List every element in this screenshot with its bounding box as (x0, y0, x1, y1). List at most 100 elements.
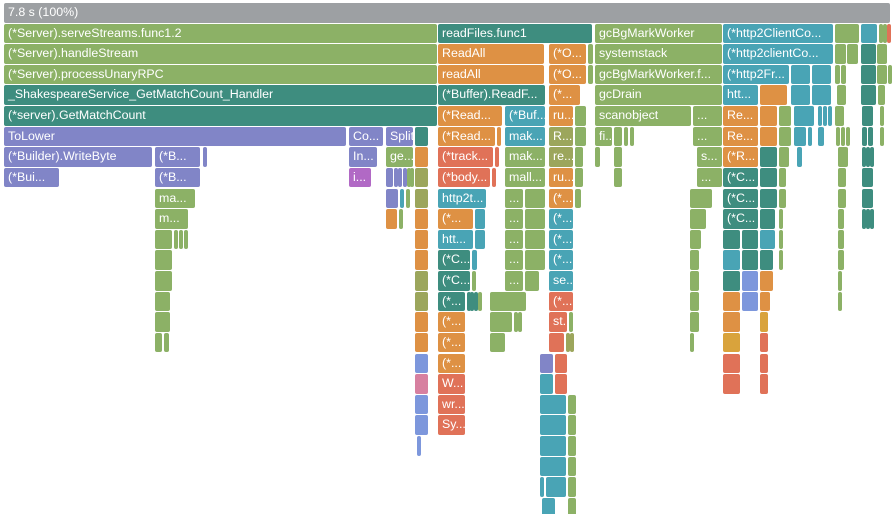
flame-frame[interactable] (555, 353, 567, 374)
flame-frame[interactable] (386, 167, 393, 188)
flame-frame[interactable] (575, 167, 583, 188)
flame-frame[interactable] (779, 250, 783, 270)
flame-frame[interactable] (540, 374, 553, 394)
flame-frame[interactable] (866, 209, 870, 229)
flame-frame[interactable] (415, 250, 428, 270)
flame-frame[interactable]: (*B... (155, 147, 200, 167)
flame-frame[interactable] (779, 229, 783, 250)
flame-frame[interactable]: (*track... (438, 147, 493, 167)
flame-frame[interactable]: (*Server).handleStream (4, 44, 437, 64)
flame-frame[interactable] (779, 209, 783, 229)
flame-frame[interactable]: ma... (155, 188, 195, 209)
flame-frame[interactable] (474, 291, 478, 312)
flame-frame[interactable] (723, 312, 740, 332)
flame-frame[interactable]: ... (693, 126, 722, 147)
flame-frame[interactable]: http2t... (438, 188, 486, 209)
flame-frame[interactable] (588, 64, 593, 85)
flame-frame[interactable] (870, 209, 874, 229)
flame-frame[interactable] (862, 106, 873, 126)
flame-frame[interactable] (838, 271, 842, 291)
flame-frame[interactable]: Co... (349, 126, 383, 147)
flame-frame[interactable] (399, 209, 403, 229)
flame-frame[interactable] (723, 250, 740, 270)
flame-frame[interactable] (880, 126, 884, 147)
flame-frame[interactable] (760, 291, 770, 312)
flame-frame[interactable]: (*Builder).WriteByte (4, 147, 152, 167)
flame-frame[interactable] (514, 312, 518, 332)
flame-frame[interactable] (779, 126, 791, 147)
flame-frame[interactable] (542, 497, 555, 514)
flame-frame[interactable] (690, 250, 699, 270)
flame-frame[interactable] (174, 229, 178, 250)
flame-frame[interactable] (155, 291, 170, 312)
flame-frame[interactable] (525, 271, 539, 291)
flame-frame[interactable] (415, 147, 428, 167)
flame-frame[interactable]: ... (693, 106, 722, 126)
flame-frame[interactable]: W... (438, 374, 465, 394)
flame-frame[interactable] (472, 250, 477, 270)
flame-root-frame[interactable]: 7.8 s (100%) (4, 3, 890, 23)
flame-frame[interactable] (690, 332, 694, 353)
flame-frame[interactable] (525, 209, 545, 229)
flame-frame[interactable]: R... (549, 126, 573, 147)
flame-frame[interactable] (779, 106, 791, 126)
flame-frame[interactable] (549, 332, 564, 353)
flame-frame[interactable] (690, 188, 712, 209)
flame-frame[interactable] (862, 167, 873, 188)
flame-frame[interactable] (415, 394, 428, 415)
flame-frame[interactable] (861, 23, 877, 44)
flame-frame[interactable] (624, 126, 628, 147)
flame-frame[interactable]: i... (349, 167, 371, 188)
flame-frame[interactable] (690, 229, 701, 250)
flame-frame[interactable] (614, 167, 622, 188)
flame-frame[interactable] (760, 271, 773, 291)
flame-frame[interactable] (760, 167, 777, 188)
flame-frame[interactable] (760, 126, 777, 147)
flame-frame[interactable]: readFiles.func1 (438, 23, 592, 44)
flame-frame[interactable] (862, 188, 873, 209)
flame-frame[interactable] (415, 126, 428, 147)
flame-frame[interactable] (862, 147, 866, 167)
flame-frame[interactable]: wr... (438, 394, 465, 415)
flame-frame[interactable]: (*... (549, 229, 573, 250)
flame-frame[interactable] (877, 44, 887, 64)
flame-frame[interactable] (862, 126, 867, 147)
flame-frame[interactable] (723, 374, 740, 394)
flame-frame[interactable] (838, 188, 846, 209)
flame-frame[interactable]: (*... (438, 291, 465, 312)
flame-frame[interactable] (415, 167, 428, 188)
flame-frame[interactable]: gcDrain (595, 85, 722, 105)
flame-frame[interactable] (410, 167, 414, 188)
flame-frame[interactable] (841, 126, 845, 147)
flame-frame[interactable]: s... (697, 147, 722, 167)
flame-frame[interactable] (760, 147, 777, 167)
flame-frame[interactable] (835, 44, 846, 64)
flame-frame[interactable] (415, 312, 428, 332)
flame-frame[interactable] (861, 85, 876, 105)
flame-frame[interactable]: ... (505, 250, 523, 270)
flame-frame[interactable] (568, 436, 576, 456)
flame-frame[interactable] (760, 250, 773, 270)
flame-frame[interactable] (575, 147, 583, 167)
flame-frame[interactable]: (*body... (438, 167, 490, 188)
flame-frame[interactable] (540, 415, 566, 435)
flame-frame[interactable] (723, 332, 740, 353)
flame-frame[interactable] (203, 147, 207, 167)
flame-frame[interactable] (812, 85, 831, 105)
flame-frame[interactable]: ru... (549, 106, 573, 126)
flame-frame[interactable] (403, 167, 407, 188)
flame-frame[interactable] (760, 209, 775, 229)
flame-frame[interactable] (415, 415, 428, 435)
flame-frame[interactable] (760, 374, 768, 394)
flame-frame[interactable] (555, 374, 567, 394)
flame-frame[interactable] (575, 188, 581, 209)
flame-frame[interactable]: (*http2Fr... (723, 64, 789, 85)
flame-frame[interactable] (883, 23, 887, 44)
flame-frame[interactable] (415, 291, 428, 312)
flame-frame[interactable] (475, 209, 485, 229)
flame-frame[interactable]: (*C... (723, 209, 758, 229)
flame-frame[interactable]: (*Read... (438, 106, 502, 126)
flame-frame[interactable]: se... (549, 271, 573, 291)
flame-frame[interactable] (415, 229, 428, 250)
flame-frame[interactable] (861, 44, 876, 64)
